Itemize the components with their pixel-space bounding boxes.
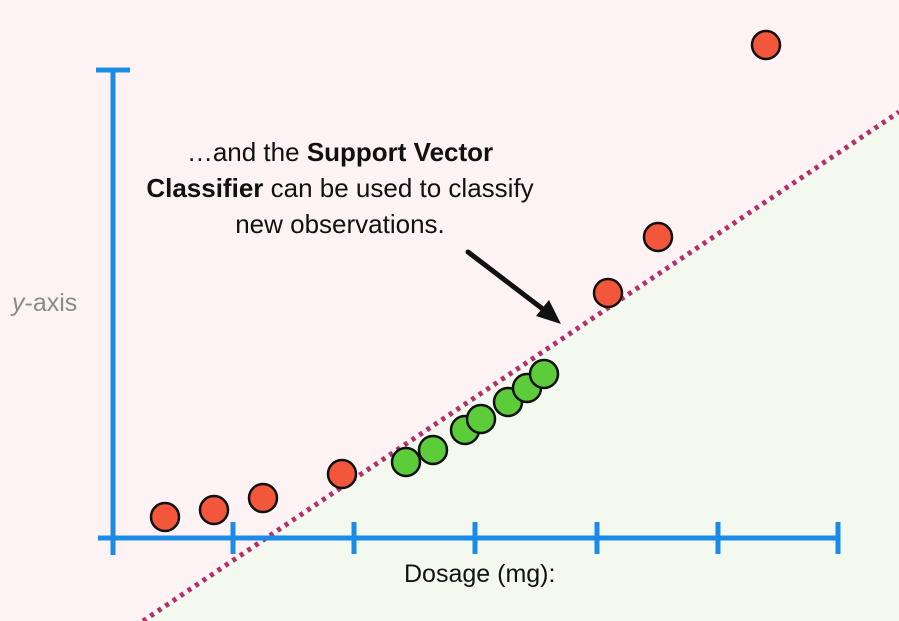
red-point [198, 494, 230, 526]
annotation-arrow [465, 249, 561, 324]
green-point [528, 358, 560, 390]
support-vector-classifier-line [141, 109, 899, 621]
red-point [149, 501, 181, 533]
green-point [417, 434, 449, 466]
red-point [750, 29, 782, 61]
red-point [592, 277, 624, 309]
red-point [247, 482, 279, 514]
y-axis-label-rest: -axis [24, 289, 78, 317]
y-axis-label: y-axis [12, 289, 77, 318]
annotation-bold-term: Support Vector Classifier [146, 137, 494, 203]
green-observations [390, 358, 560, 478]
red-observations [149, 29, 782, 533]
annotation-text: …and the Support Vector Classifier can b… [130, 134, 550, 242]
red-point [642, 221, 674, 253]
x-axis-label: Dosage (mg): [404, 560, 556, 588]
annotation-prefix: …and the [186, 137, 307, 167]
red-point [326, 458, 358, 490]
x-axis [98, 522, 841, 554]
y-axis [96, 67, 130, 555]
annotation-suffix: can be used to classify new observations… [235, 173, 534, 239]
y-axis-label-italic: y [12, 289, 25, 317]
green-point [465, 403, 497, 435]
green-point [390, 446, 422, 478]
